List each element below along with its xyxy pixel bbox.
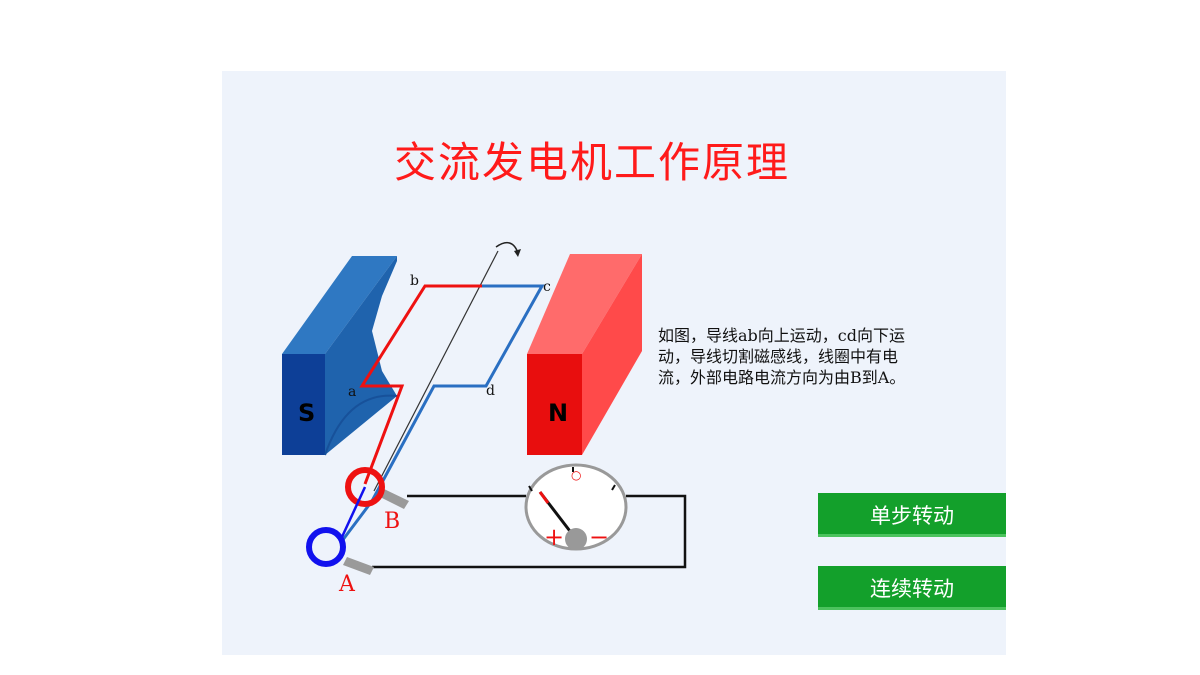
n-magnet: N [527,254,642,455]
point-c: c [543,279,551,295]
slip-ring-b [345,467,385,507]
point-d: d [486,383,495,399]
step-rotate-button[interactable]: 单步转动 [818,493,1006,537]
generator-scene: 交流发电机工作原理 S N a b c d [222,71,1006,655]
description-text: 如图，导线ab向上运动，cd向下运动，导线切割磁感线，线圈中有电流，外部电路电流… [658,326,906,387]
upper-brush [380,489,409,509]
coil-red-wire [359,284,482,485]
point-a: a [348,384,356,400]
galvanometer: ○ + − [524,463,628,551]
slip-ring-a [306,527,346,567]
ring-label-b: B [384,509,400,534]
continuous-rotate-button[interactable]: 连续转动 [818,566,1006,610]
generator-diagram: S N a b c d B A [282,241,687,597]
coil-blue-wire [340,284,545,542]
lower-brush [343,557,374,575]
point-b: b [410,273,419,289]
meter-pivot [565,528,587,550]
meter-zero: ○ [571,468,581,482]
page-title: 交流发电机工作原理 [393,138,790,187]
rotation-axis [373,250,499,492]
s-magnet: S [282,256,398,456]
meter-minus: − [589,523,609,551]
ring-label-a: A [338,572,356,597]
lower-wire [372,494,687,569]
s-label: S [298,399,315,427]
n-label: N [548,399,568,427]
meter-plus: + [544,523,564,551]
